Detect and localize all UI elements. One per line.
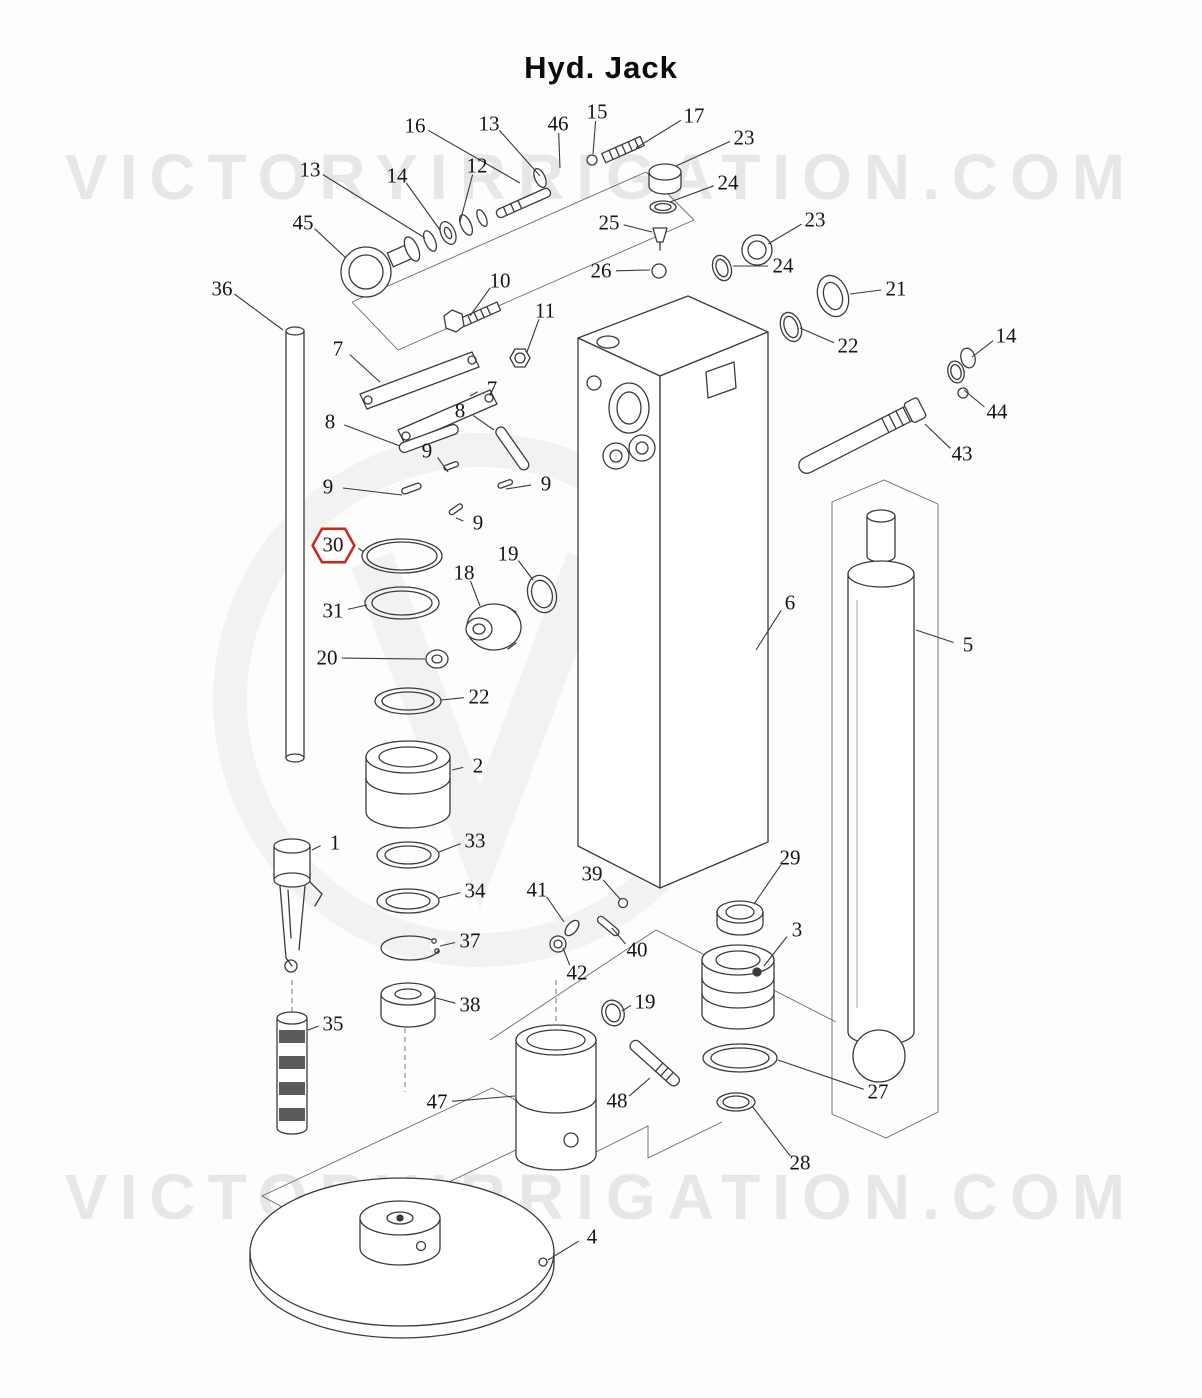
part-drawing-10: [443, 301, 502, 333]
part-drawing-24-oring: [711, 254, 733, 282]
page-title: Hyd. Jack: [524, 50, 678, 85]
part-drawing-20: [425, 649, 449, 669]
part-drawing-24-ring: [649, 200, 677, 214]
part-drawing-25: [652, 227, 668, 251]
part-drawing-34: [376, 888, 440, 914]
part-drawing-41: [564, 919, 580, 937]
part-drawing-28: [716, 1092, 756, 1112]
part-drawing-top-washers: [403, 167, 547, 262]
part-drawing-11: [509, 348, 531, 368]
part-drawing-17: [601, 135, 645, 164]
part-drawing-36: [285, 326, 305, 763]
part-drawing-21: [816, 274, 850, 318]
part-drawing-3: [701, 944, 775, 1030]
part-drawing-19b: [601, 999, 625, 1027]
part-drawing-5: [847, 509, 915, 1083]
part-drawing-18: [465, 603, 522, 651]
part-drawing-47: [515, 1024, 597, 1171]
part-drawing-19a: [526, 574, 558, 614]
part-drawing-15: [586, 154, 598, 166]
part-drawing-38: [380, 982, 436, 1028]
part-drawing-42: [549, 935, 567, 953]
part-drawing-43: [798, 397, 927, 474]
part-drawing-7a: [359, 351, 480, 410]
part-drawing-9: [401, 461, 514, 516]
part-drawing-39: [617, 897, 629, 909]
part-drawing-35: [276, 1011, 308, 1135]
part-drawing-44: [947, 347, 976, 399]
part-drawing-2: [365, 740, 451, 829]
part-drawing-27: [702, 1043, 778, 1073]
part-drawing-48: [629, 1039, 681, 1087]
part-drawing-45: [340, 243, 415, 298]
part-drawing-6: [577, 295, 769, 889]
part-drawing-4: [249, 1177, 555, 1339]
part-drawing-8b: [495, 426, 530, 471]
part-drawing-7b: [397, 389, 498, 445]
part-drawing-37: [380, 935, 444, 961]
part-drawing-30: [361, 538, 443, 574]
part-drawing-31: [364, 586, 440, 620]
part-drawing-33: [376, 841, 440, 869]
part-drawing-46: [495, 187, 552, 219]
part-drawing-1: [273, 838, 323, 973]
part-drawing-22-oring: [779, 311, 803, 343]
part-drawing-26: [651, 263, 667, 279]
parts: [249, 135, 976, 1339]
part-drawing-29: [716, 900, 764, 936]
part-drawing-22a: [374, 687, 442, 715]
part-drawing-8a: [398, 423, 459, 454]
part-drawing-23-plug: [648, 163, 682, 195]
construction-lines: [261, 171, 939, 1237]
part-drawing-23-fitting: [741, 234, 773, 266]
